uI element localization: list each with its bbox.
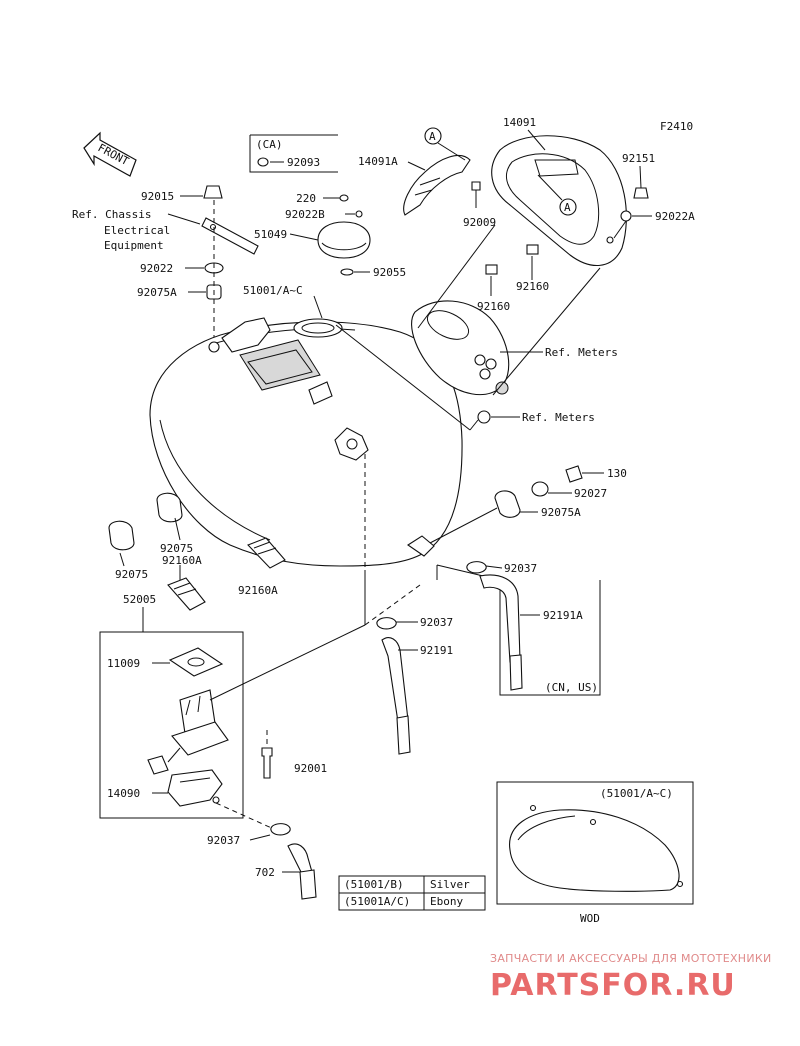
part-92009: 92009 <box>463 216 496 229</box>
nut-92093-icon <box>257 157 269 167</box>
part-52005: 52005 <box>123 593 156 606</box>
cap-nut-92015-icon <box>203 185 223 199</box>
part-92191a: 92191A <box>543 609 583 622</box>
callout-a-circle <box>424 127 442 145</box>
color-table-code-2: (51001A/C) <box>344 895 410 908</box>
part-92037-c: 92037 <box>207 834 240 847</box>
ref-meters-1: Ref. Meters <box>545 346 618 359</box>
figure-code: F2410 <box>660 120 693 133</box>
fuel-cap-51049-icon <box>317 221 371 259</box>
grommet-92160a-b-icon <box>167 577 206 611</box>
watermark-logo: PARTSFOR.RU <box>490 968 736 1003</box>
part-702: 702 <box>255 866 275 879</box>
damper-92075a-mid-icon <box>494 490 521 518</box>
callout-a-label-2: A <box>564 201 571 214</box>
screw-92009-icon <box>471 181 481 191</box>
inset-label: (51001/A~C) <box>600 787 673 800</box>
part-220: 220 <box>296 192 316 205</box>
tank-rear-fitting-icon <box>407 535 435 557</box>
meter-assembly-icon <box>411 300 510 396</box>
part-92022b: 92022B <box>285 208 325 221</box>
hose-702-icon <box>287 843 313 875</box>
callout-a-circle-2 <box>559 198 577 216</box>
part-92075-a: 92075 <box>160 542 193 555</box>
inset-caption: WOD <box>580 912 600 925</box>
filler-neck-icon <box>293 318 343 338</box>
part-51001: 51001/A~C <box>243 284 303 297</box>
gasket-92055-icon <box>340 268 354 276</box>
color-table-color-2: Ebony <box>430 895 463 908</box>
bracket-14090-icon <box>167 769 223 807</box>
damper-92075-b-icon <box>108 520 135 551</box>
ref-chassis-line3: Equipment <box>104 239 164 252</box>
washer-92022a-icon <box>620 210 632 222</box>
ref-chassis-line2: Electrical <box>104 224 170 237</box>
grommet-92160-icon-2 <box>526 244 539 255</box>
part-11009: 11009 <box>107 657 140 670</box>
tank-mount-tab-icon <box>221 317 271 353</box>
bolt-92001-icon <box>261 747 273 779</box>
part-14091: 14091 <box>503 116 536 129</box>
grommet-92160a-a-icon <box>247 537 286 569</box>
part-92037-b: 92037 <box>420 616 453 629</box>
gasket-11009-icon <box>168 647 224 677</box>
washer-92022b-icon <box>355 210 363 218</box>
part-92160-b: 92160 <box>477 300 510 313</box>
bracket-14091a-icon <box>403 155 471 216</box>
callout-a-label: A <box>429 130 436 143</box>
part-92027: 92027 <box>574 487 607 500</box>
part-92037-a: 92037 <box>504 562 537 575</box>
color-table-code-1: (51001/B) <box>344 878 404 891</box>
clamp-92037-b-icon <box>376 617 397 630</box>
part-92151: 92151 <box>622 152 655 165</box>
part-92191: 92191 <box>420 644 453 657</box>
part-92001: 92001 <box>294 762 327 775</box>
part-92160-a: 92160 <box>516 280 549 293</box>
inset-tank-icon <box>509 809 680 892</box>
ref-chassis-line1: Ref. Chassis <box>72 208 151 221</box>
part-92093: 92093 <box>287 156 320 169</box>
clamp-92037-c-icon <box>270 823 291 836</box>
color-table-color-1: Silver <box>430 878 470 891</box>
part-92055: 92055 <box>373 266 406 279</box>
clamp-92037-a-icon <box>466 561 487 574</box>
collar-92027-icon <box>531 481 549 497</box>
region-ca-label: (CA) <box>256 138 283 151</box>
ca-region-box: (CA) 92093 <box>249 134 338 173</box>
part-51049: 51049 <box>254 228 287 241</box>
grommet-meters-icon <box>477 410 491 424</box>
part-92075a-mid: 92075A <box>541 506 581 519</box>
tank-fitting-icon <box>308 381 333 405</box>
part-14091a: 14091A <box>358 155 398 168</box>
part-92075a-top: 92075A <box>137 286 177 299</box>
part-92022a: 92022A <box>655 210 695 223</box>
bolt-92151-icon <box>633 187 649 199</box>
ref-meters-2: Ref. Meters <box>522 411 595 424</box>
inset-wod-box: (51001/A~C) WOD <box>496 781 694 925</box>
region-cn-us-label: (CN, US) <box>545 681 598 694</box>
front-arrow-icon: FRONT <box>83 131 137 177</box>
part-92160a-b: 92160A <box>162 554 202 567</box>
part-92160a-a: 92160A <box>238 584 278 597</box>
tank-drain-flange-icon <box>334 427 369 461</box>
part-92015: 92015 <box>141 190 174 203</box>
color-table: (51001/B) Silver (51001A/C) Ebony <box>338 875 486 911</box>
watermark-tagline: ЗАПЧАСТИ И АКСЕССУАРЫ ДЛЯ МОТОТЕХНИКИ <box>490 952 772 965</box>
bolt-130-icon <box>565 465 583 483</box>
part-92075-b: 92075 <box>115 568 148 581</box>
damper-92075-a-icon <box>156 492 183 523</box>
fuel-tank-51001-icon <box>149 317 463 567</box>
meter-cover-14091-icon <box>491 135 627 267</box>
chassis-bracket-icon <box>201 217 259 255</box>
tank-recess-icon <box>239 339 321 391</box>
grommet-92160-icon <box>485 264 498 275</box>
part-130: 130 <box>607 467 627 480</box>
fuel-cock-lever-icon <box>147 755 169 775</box>
part-14090: 14090 <box>107 787 140 800</box>
screw-220-icon <box>339 194 349 202</box>
part-92022: 92022 <box>140 262 173 275</box>
